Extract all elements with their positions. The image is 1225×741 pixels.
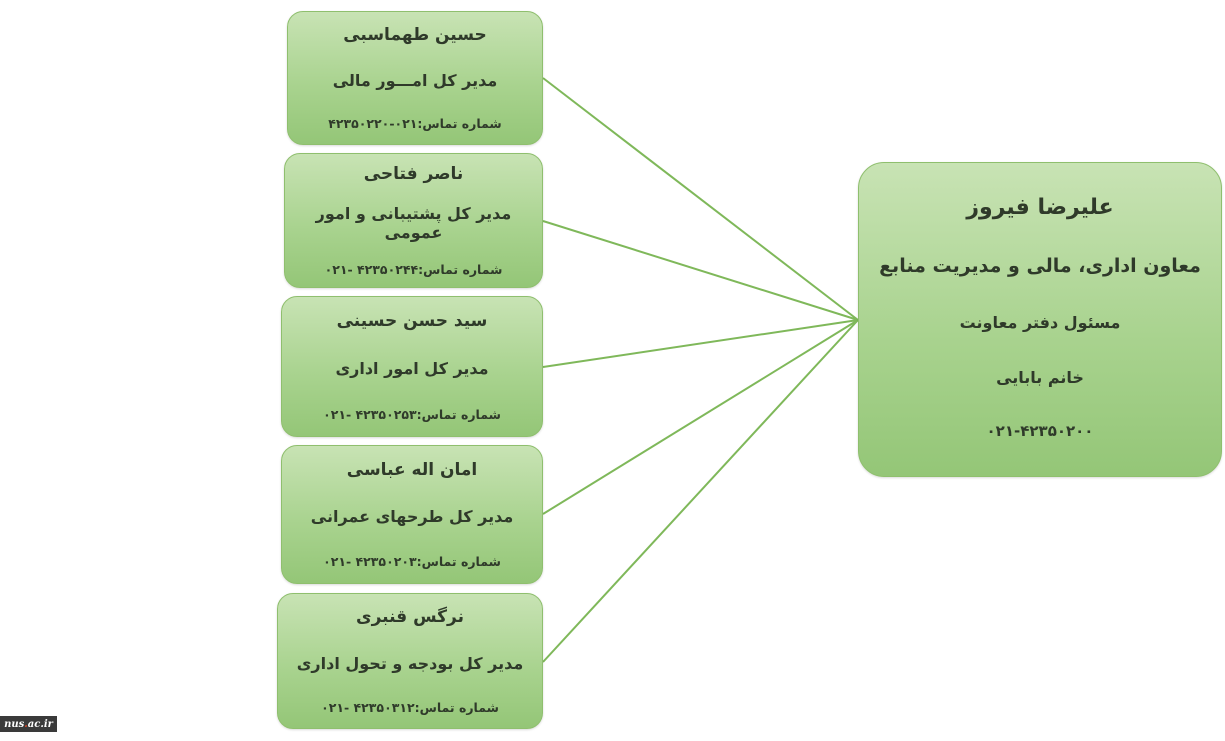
office-head-title: مسئول دفتر معاونت (959, 312, 1121, 332)
site-watermark: nus.ac.ir (0, 716, 57, 732)
manager-phone: شماره تماس:۴۲۳۵۰۳۱۲ -۰۲۱ (321, 699, 499, 715)
manager-name: حسین طهماسبی (343, 25, 487, 45)
deputy-box: علیرضا فیروز معاون اداری، مالی و مدیریت … (858, 162, 1222, 477)
watermark-prefix: nus (4, 718, 25, 730)
deputy-phone: ۰۲۱-۴۲۳۵۰۲۰۰ (986, 422, 1094, 441)
office-head-name: خانم بابایی (996, 367, 1084, 387)
manager-role: مدیر کل پشتیبانی و امور عمومی (315, 204, 512, 242)
connector-line-3 (542, 319, 859, 368)
deputy-name: علیرضا فیروز (966, 194, 1114, 220)
watermark-suffix: ac.ir (27, 718, 53, 730)
manager-name: نرگس قنبری (356, 607, 464, 628)
manager-role: مدیر کل امـــور مالی (332, 71, 498, 90)
manager-phone: شماره تماس:۴۲۳۵۰۲۰۳ -۰۲۱ (323, 554, 501, 570)
connector-line-4 (542, 319, 859, 515)
manager-box-3: سید حسن حسینی مدیر کل امور اداری شماره ت… (281, 296, 543, 437)
manager-phone: شماره تماس:۰۲۱-۴۲۳۵۰۲۲۰ (328, 116, 502, 131)
manager-box-5: نرگس قنبری مدیر کل بودجه و تحول اداری شم… (277, 593, 543, 729)
manager-role: مدیر کل طرحهای عمرانی (310, 507, 514, 527)
deputy-role: معاون اداری، مالی و مدیریت منابع (879, 255, 1201, 278)
manager-role: مدیر کل امور اداری (335, 359, 489, 379)
manager-name: ناصر فتاحی (363, 164, 464, 184)
watermark-dot: . (24, 718, 28, 730)
connector-line-5 (542, 319, 859, 663)
manager-box-4: امان اله عباسی مدیر کل طرحهای عمرانی شما… (281, 445, 543, 584)
manager-phone: شماره تماس:۴۲۳۵۰۲۴۴ -۰۲۱ (324, 262, 503, 277)
connector-line-2 (542, 220, 859, 321)
manager-name: امان اله عباسی (346, 459, 478, 480)
manager-box-2: ناصر فتاحی مدیر کل پشتیبانی و امور عمومی… (284, 153, 543, 288)
manager-phone: شماره تماس:۴۲۳۵۰۲۵۳ -۰۲۱ (323, 406, 501, 422)
manager-role: مدیر کل بودجه و تحول اداری (296, 653, 524, 673)
manager-name: سید حسن حسینی (336, 311, 488, 332)
connector-line-1 (542, 77, 859, 321)
manager-box-1: حسین طهماسبی مدیر کل امـــور مالی شماره … (287, 11, 543, 145)
